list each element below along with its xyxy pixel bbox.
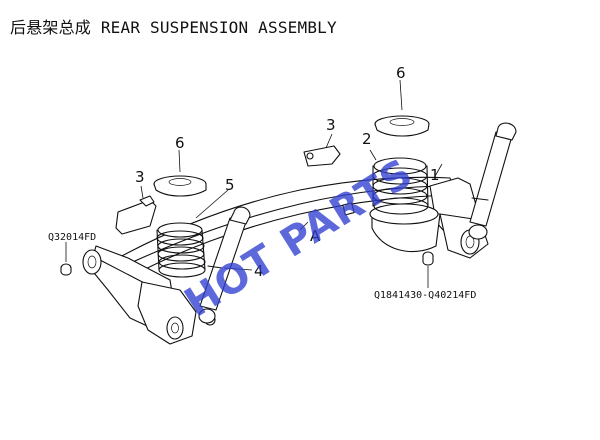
callout-1: 1 [430,166,440,184]
left-bump-bracket [115,195,157,235]
left-shock-absorber [198,206,251,324]
left-spring-seat [153,175,207,197]
callout-5: 5 [225,176,235,194]
right-coil-spring [372,157,429,215]
right-shock-absorber [468,122,517,240]
left-coil-spring [156,222,206,278]
callout-3-left: 3 [135,168,145,186]
right-spring-seat [374,115,430,137]
callout-6-right: 6 [396,64,406,82]
callout-A: A [310,227,321,245]
callout-2: 2 [362,130,372,148]
diagram-title: 后悬架总成 REAR SUSPENSION ASSEMBLY [10,18,337,37]
leader-lines [65,79,443,288]
callout-4: 4 [254,262,264,280]
left-bushing-part [60,263,72,276]
part-number-left-bushing: Q32014FD [48,232,96,243]
right-bump-bracket [303,145,341,167]
part-number-right-bolt: Q1841430-Q40214FD [374,290,476,301]
callout-6-left: 6 [175,134,185,152]
right-bolt-part [422,251,434,266]
callout-3-right: 3 [326,116,336,134]
